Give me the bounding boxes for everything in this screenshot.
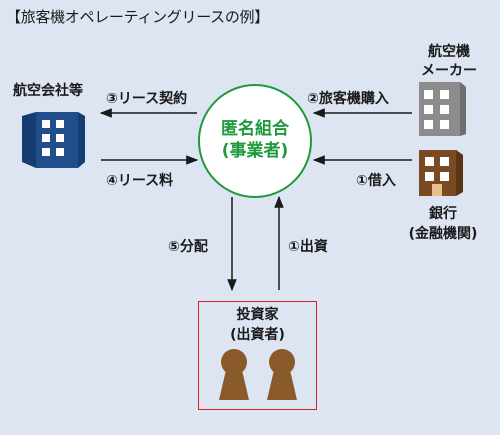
flow-lease-contract-label: ③リース契約	[106, 91, 188, 107]
flow-purchase-label: ②旅客機購入	[307, 91, 389, 107]
manufacturer-building-icon	[419, 82, 466, 136]
investor-label-line2: (出資者)	[230, 327, 285, 343]
airline-building-icon	[22, 112, 85, 168]
bank-label-line2: (金融機関)	[408, 226, 478, 242]
center-circle	[198, 84, 312, 198]
investor-box	[198, 301, 317, 410]
flow-distribution-label: ⑤分配	[168, 239, 208, 255]
center-label: 匿名組合 (事業者)	[205, 118, 305, 162]
bank-building-icon	[419, 150, 463, 196]
center-label-line2: (事業者)	[221, 141, 289, 161]
investor-label-line1: 投資家	[236, 307, 279, 323]
bank-label-line1: 銀行	[429, 206, 457, 222]
investor-label: 投資家 (出資者)	[198, 305, 317, 345]
bank-label: 銀行 (金融機関)	[391, 204, 495, 244]
flow-investment-label: ①出資	[288, 239, 328, 255]
investor-figures-icon	[219, 349, 297, 400]
diagram-title: 【旅客機オペレーティングリースの例】	[6, 8, 269, 26]
manufacturer-label-line2: メーカー	[421, 63, 477, 79]
manufacturer-label-line1: 航空機	[428, 44, 470, 60]
airline-label: 航空会社等	[13, 83, 83, 99]
flow-borrowing-label: ①借入	[356, 173, 396, 189]
flow-lease-fee-label: ④リース料	[106, 173, 174, 189]
manufacturer-label: 航空機 メーカー	[406, 43, 492, 81]
center-label-line1: 匿名組合	[221, 119, 289, 139]
